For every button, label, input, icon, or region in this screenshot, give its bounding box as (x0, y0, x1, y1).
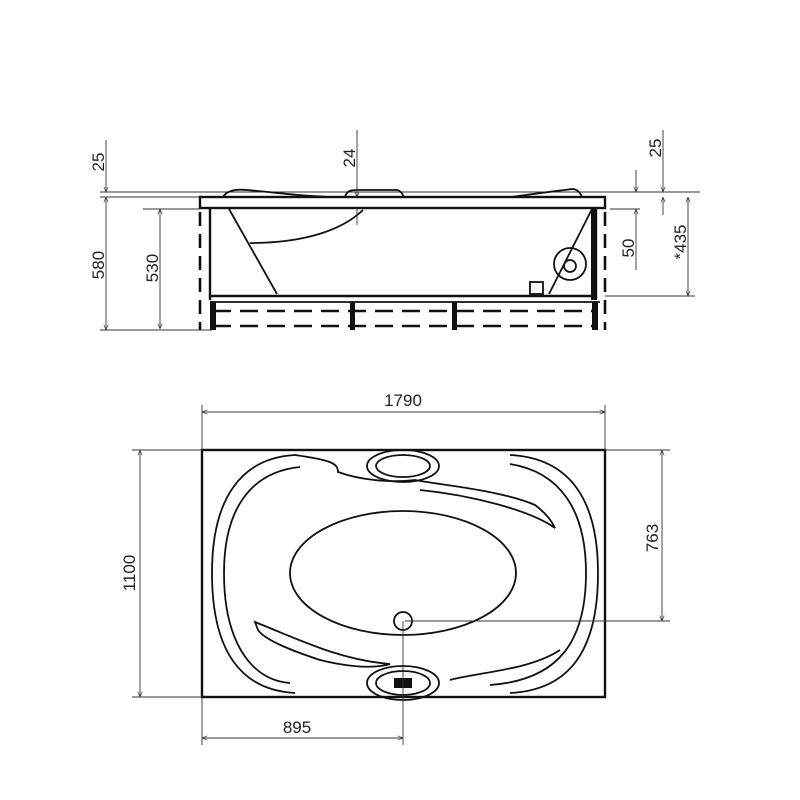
dim-total-height: 580 (89, 251, 108, 279)
bath-outline (200, 448, 607, 699)
dim-length: 1790 (384, 391, 422, 410)
dim-inner-height: 530 (143, 254, 162, 282)
bath-rim (198, 195, 607, 210)
headrest-pillow-outer (366, 449, 440, 483)
pump-outlet (563, 259, 577, 273)
dim-overflow: 50 (619, 239, 638, 258)
pump-icon (553, 247, 587, 281)
bowl-sides (228, 208, 593, 295)
side-view: 25 580 530 24 25 50 *435 (89, 130, 700, 331)
leg (210, 302, 216, 330)
backrest-shape (294, 454, 556, 529)
leg (592, 302, 598, 330)
rim-contour-inner (223, 463, 587, 686)
headrest-curve (249, 209, 364, 244)
dim-rim-right: 25 (646, 139, 665, 158)
dim-drain-offset-x: 895 (283, 718, 311, 737)
dim-headrest: 24 (340, 149, 359, 168)
control-box-icon (529, 281, 544, 295)
dim-drain-offset-y: 763 (643, 524, 662, 552)
leg (452, 302, 457, 330)
armrest-shape (253, 620, 561, 681)
leg (350, 302, 355, 330)
bowl-bottom (289, 510, 517, 636)
dim-drain-height: *435 (671, 225, 690, 260)
rim-contour-outer (211, 454, 599, 694)
headrest-pillow (375, 454, 431, 478)
dim-width: 1100 (120, 555, 139, 592)
top-view: 1790 1100 763 895 (120, 391, 670, 745)
dim-rim-left: 25 (89, 153, 108, 172)
